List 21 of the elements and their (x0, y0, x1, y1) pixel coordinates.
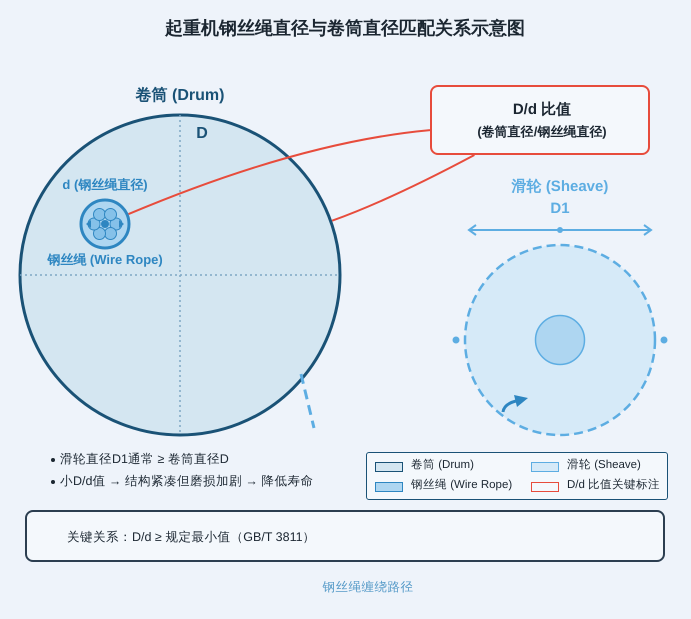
sheave-title: 滑轮 (Sheave) (512, 178, 608, 196)
path-label: 钢丝绳缠绕路径 (322, 580, 414, 595)
leader-line (332, 154, 475, 222)
dimension-label: D1 (550, 200, 570, 218)
legend-label: 滑轮 (Sheave) (567, 459, 641, 473)
note-text: 小D/d值 → 结构紧凑但磨损加剧 → 降低寿命 (60, 474, 314, 489)
dimension-label: D (196, 124, 208, 144)
legend-label: 钢丝绳 (Wire Rope) (411, 479, 512, 493)
wire-rope-label: 钢丝绳 (Wire Rope) (47, 252, 163, 268)
callout-subtitle: (卷筒直径/钢丝绳直径) (477, 124, 607, 140)
callout-box (430, 85, 650, 155)
diagram-title: 起重机钢丝绳直径与卷筒直径匹配关系示意图 (165, 18, 525, 40)
callout-title: D/d 比值 (512, 101, 572, 119)
note-text: 滑轮直径D1通常 ≥ 卷筒直径D (60, 452, 229, 467)
legend-label: D/d 比值关键标注 (567, 479, 660, 493)
key-relation-text: 关键关系：D/d ≥ 规定最小值（GB/T 3811） (67, 530, 316, 545)
leader-line (128, 129, 430, 216)
note-panel (25, 510, 665, 562)
dimension-label: d (钢丝绳直径) (62, 177, 148, 193)
legend-label: 卷筒 (Drum) (411, 459, 474, 473)
drum-title: 卷筒 (Drum) (136, 86, 224, 106)
